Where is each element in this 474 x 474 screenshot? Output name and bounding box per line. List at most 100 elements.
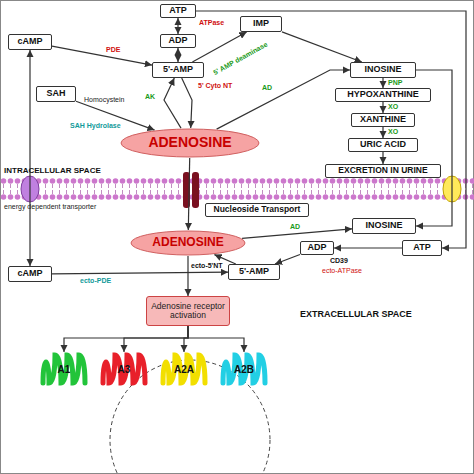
ellipse-shape <box>121 129 259 157</box>
pathway-arrow <box>124 326 188 352</box>
node-text: A2B <box>234 364 254 375</box>
helix-bundle <box>223 355 265 383</box>
free-label: ecto-ATPase <box>322 267 362 274</box>
node-text: HYPOXANTHINE <box>347 90 419 100</box>
metabolite-box: IMP <box>240 16 282 32</box>
node-text: INOSINE <box>365 221 402 231</box>
receptor-shape: A2A <box>160 352 208 386</box>
node-text: 5'-AMP <box>163 65 193 75</box>
pathway-arrow <box>188 158 189 230</box>
pathway-arrow <box>242 229 352 239</box>
node-text: ATP <box>413 243 430 253</box>
inosine-transporter <box>443 176 461 202</box>
pathway-arrow <box>382 102 383 113</box>
node-text: EXCRETION IN URINE <box>338 166 427 175</box>
metabolite-box: cAMP <box>8 266 52 282</box>
pathway-arrow <box>334 247 402 248</box>
receptor-shape: A3 <box>100 352 148 386</box>
node-text: SAH <box>46 89 65 99</box>
cell-membrane <box>0 178 474 200</box>
node-text: ADP <box>307 243 326 253</box>
pathway-arrow <box>382 152 383 164</box>
helix-bundle <box>43 355 85 383</box>
pathway-arrow <box>64 326 188 352</box>
node-text: 5'-AMP <box>239 267 269 277</box>
nucleoside-channel <box>192 172 199 208</box>
node-text: URIC ACID <box>360 140 406 150</box>
enzyme-label: PDE <box>106 46 120 53</box>
ellipse-shape <box>131 231 245 255</box>
enzyme-label: XO <box>388 103 398 110</box>
enzyme-label: AK <box>145 93 155 100</box>
free-label: energy dependent transporter <box>4 203 96 210</box>
enzyme-label: AD <box>262 84 272 91</box>
helix-bundle <box>163 355 205 383</box>
node-text: A3 <box>118 364 131 375</box>
metabolite-box: URIC ACID <box>348 138 418 152</box>
metabolite-box: ADP <box>300 241 334 255</box>
pathway-arrow <box>196 11 466 248</box>
receptor-shape: A1 <box>40 352 88 386</box>
metabolite-box: EXCRETION IN URINE <box>325 164 441 178</box>
free-label: CD39 <box>330 257 348 264</box>
metabolite-box: ADP <box>160 34 196 48</box>
pathway-arrow <box>52 272 228 274</box>
pathway-arrow <box>188 326 244 352</box>
energy-transporter <box>21 176 39 202</box>
receptor-shape: A2B <box>220 352 268 386</box>
pathway-arrow <box>282 32 362 62</box>
pathway-arrow <box>275 255 300 265</box>
node-text: XANTHINE <box>360 115 406 125</box>
node-text: cAMP <box>17 269 42 279</box>
node-text: ADP <box>168 36 187 46</box>
pathway-arrow <box>184 326 188 352</box>
nucleoside-channel <box>183 172 190 208</box>
pathway-arrow <box>164 78 181 128</box>
metabolite-box: ATP <box>402 240 442 256</box>
enzyme-label: SAH Hydrolase <box>70 122 121 129</box>
enzyme-label: ATPase <box>199 19 224 26</box>
node-text: A2A <box>174 364 194 375</box>
node-text: IMP <box>253 19 269 29</box>
helix-bundle <box>103 355 145 383</box>
node-text: cAMP <box>17 37 42 47</box>
enzyme-label: ecto-PDE <box>80 277 111 284</box>
metabolite-ellipse: ADENOSINE <box>120 128 260 158</box>
node-text: ADENOSINE <box>148 135 231 150</box>
node-text: Nucleoside Transport <box>214 205 301 214</box>
pathway-arrow <box>217 70 350 129</box>
pathway-arrow <box>382 78 383 88</box>
metabolite-box: HYPOXANTHINE <box>335 88 431 102</box>
pathway-arrow <box>29 50 30 266</box>
metabolite-box: XANTHINE <box>351 113 415 127</box>
enzyme-label: 5' AMP deaminase <box>212 41 269 77</box>
pathway-arrow <box>177 48 178 62</box>
enzyme-label: ecto-5'NT <box>191 262 223 269</box>
metabolite-box: 5'-AMP <box>228 264 280 280</box>
activation-box: Adenosine receptor activation <box>146 296 230 326</box>
free-label: Homocystein <box>84 96 124 103</box>
pathway-arrow <box>182 78 192 128</box>
pathway-arrow <box>187 256 188 296</box>
pathway-arrow <box>177 18 178 34</box>
node-text: ATP <box>169 6 186 16</box>
metabolite-box: SAH <box>36 86 76 102</box>
metabolite-box: cAMP <box>8 34 52 50</box>
metabolite-box: Nucleoside Transport <box>205 203 309 217</box>
pathway-arrow <box>382 127 383 138</box>
free-label: INTRACELLULAR SPACE <box>4 167 101 175</box>
enzyme-label: XO <box>388 128 398 135</box>
metabolite-box: INOSINE <box>352 218 416 234</box>
metabolite-box: INOSINE <box>350 62 416 78</box>
metabolite-ellipse: ADENOSINE <box>130 230 246 256</box>
node-text: Adenosine receptor activation <box>147 302 229 321</box>
node-text: INOSINE <box>364 65 401 75</box>
enzyme-label: 5' Cyto NT <box>198 82 232 89</box>
metabolite-box: 5'-AMP <box>152 62 204 78</box>
enzyme-label: AD <box>290 223 300 230</box>
node-text: ADENOSINE <box>152 236 223 249</box>
metabolite-box: ATP <box>160 4 196 18</box>
pathway-arrow <box>52 46 152 65</box>
